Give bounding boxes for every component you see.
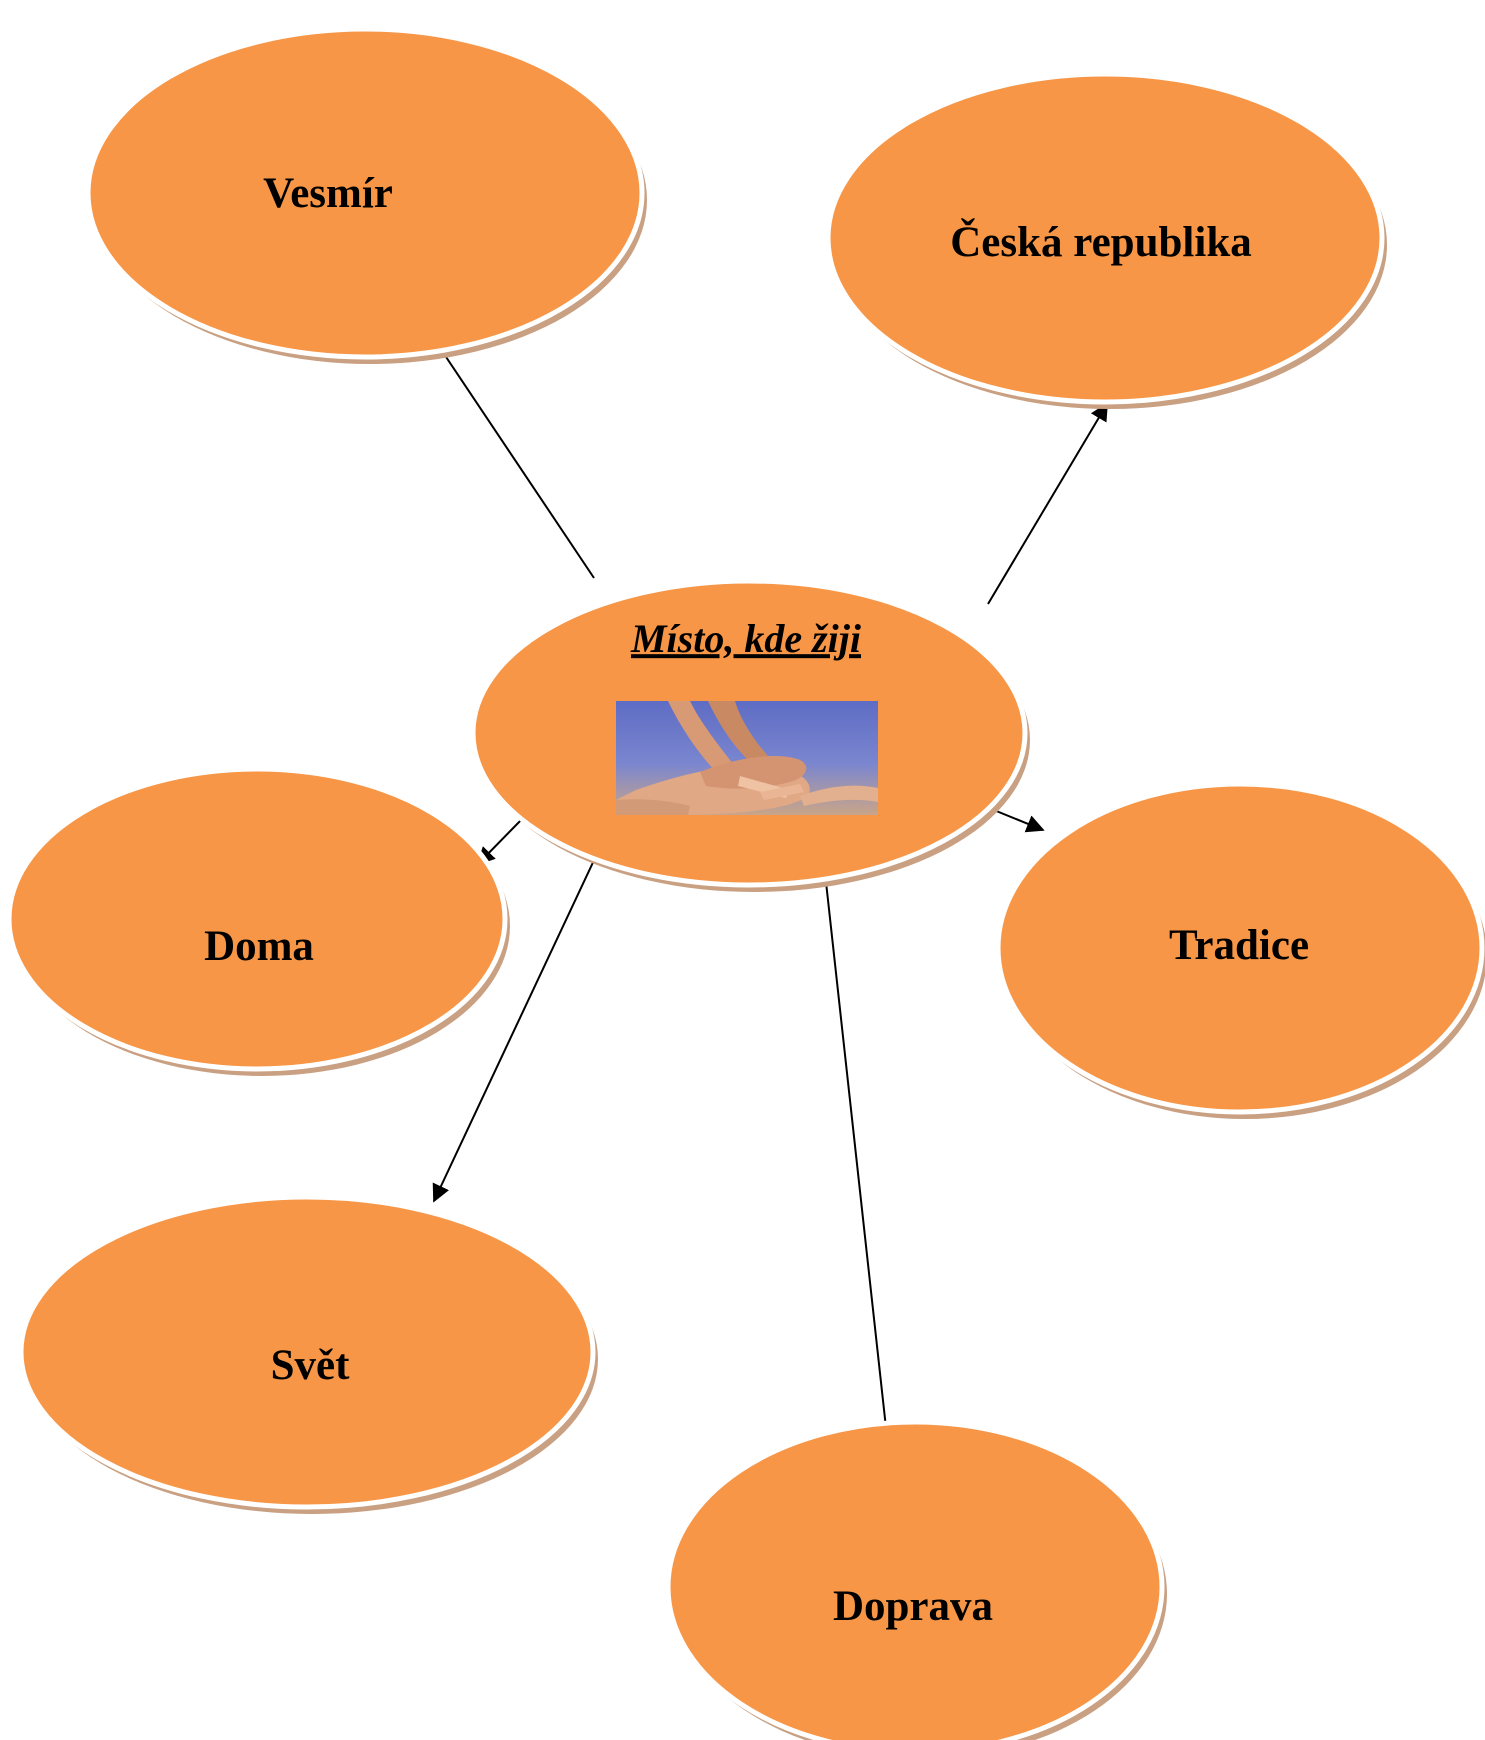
node-svet[interactable]: Svět bbox=[18, 1194, 598, 1514]
node-doprava[interactable]: Doprava bbox=[665, 1419, 1167, 1740]
arrow-to-svet bbox=[432, 855, 597, 1203]
arrow-to-doma bbox=[476, 815, 526, 866]
hands-photo bbox=[616, 701, 878, 815]
node-label-tradice: Tradice bbox=[1169, 922, 1309, 969]
connectors bbox=[430, 334, 1108, 1448]
node-label-doprava: Doprava bbox=[833, 1583, 993, 1630]
node-label-ceska-republika: Česká republika bbox=[950, 218, 1251, 266]
node-vesmir[interactable]: Vesmír bbox=[85, 26, 647, 364]
node-center[interactable]: Místo, kde žiji bbox=[470, 578, 1030, 892]
node-doma[interactable]: Doma bbox=[6, 766, 510, 1076]
arrow-to-doprava bbox=[825, 881, 896, 1448]
node-tradice[interactable]: Tradice bbox=[995, 781, 1485, 1119]
arrow-to-ceska-republika bbox=[987, 402, 1108, 605]
center-title: Místo, kde žiji bbox=[630, 616, 861, 661]
node-label-vesmir: Vesmír bbox=[263, 170, 393, 217]
node-label-svet: Svět bbox=[271, 1342, 351, 1389]
arrow-to-vesmir bbox=[430, 334, 595, 579]
node-label-doma: Doma bbox=[204, 923, 314, 970]
node-ceska-republika[interactable]: Česká republika bbox=[825, 71, 1387, 409]
